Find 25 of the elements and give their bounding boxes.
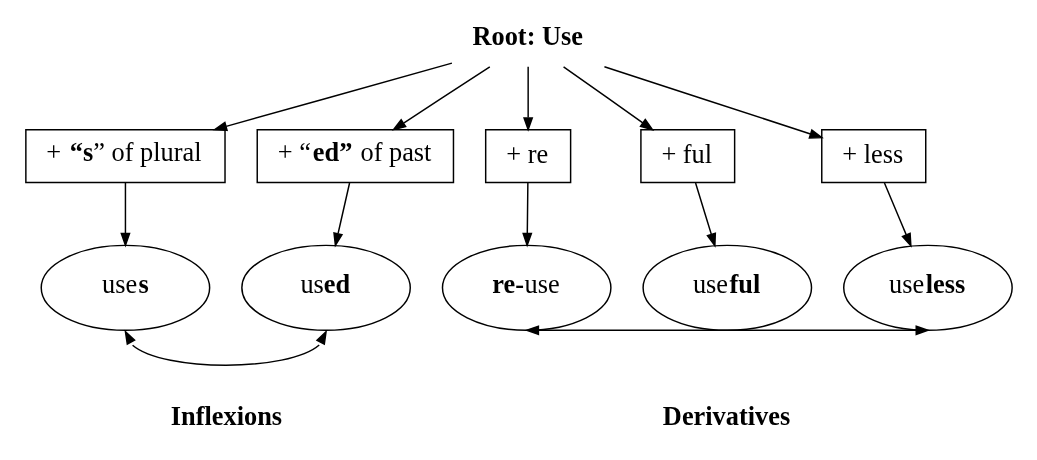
node-box: + re [484, 128, 571, 184]
node-box: + less [820, 128, 926, 184]
arrow [522, 66, 533, 132]
node-box: + ful [639, 128, 735, 184]
arrow [524, 325, 930, 336]
arrow [123, 329, 327, 366]
label: Inflexions [170, 401, 282, 431]
node-ellipse: re-use [441, 244, 612, 332]
arrow [212, 62, 453, 132]
node-ellipse: useless [842, 244, 1013, 332]
arrow [883, 182, 912, 248]
label: Derivatives [662, 401, 790, 431]
arrow [694, 182, 716, 248]
arrow [391, 66, 491, 131]
arrow [119, 182, 131, 248]
arrow [332, 182, 350, 248]
node-ellipse: uses [40, 244, 210, 332]
node-box: + “ed” of past [256, 128, 454, 184]
node-box: + “s” of plural [24, 128, 226, 184]
arrow [562, 66, 654, 131]
arrow [603, 65, 824, 139]
node-ellipse: useful [641, 244, 812, 332]
node-ellipse: used [240, 244, 411, 332]
node-text: Root: Use [472, 22, 583, 52]
arrow [521, 182, 532, 248]
